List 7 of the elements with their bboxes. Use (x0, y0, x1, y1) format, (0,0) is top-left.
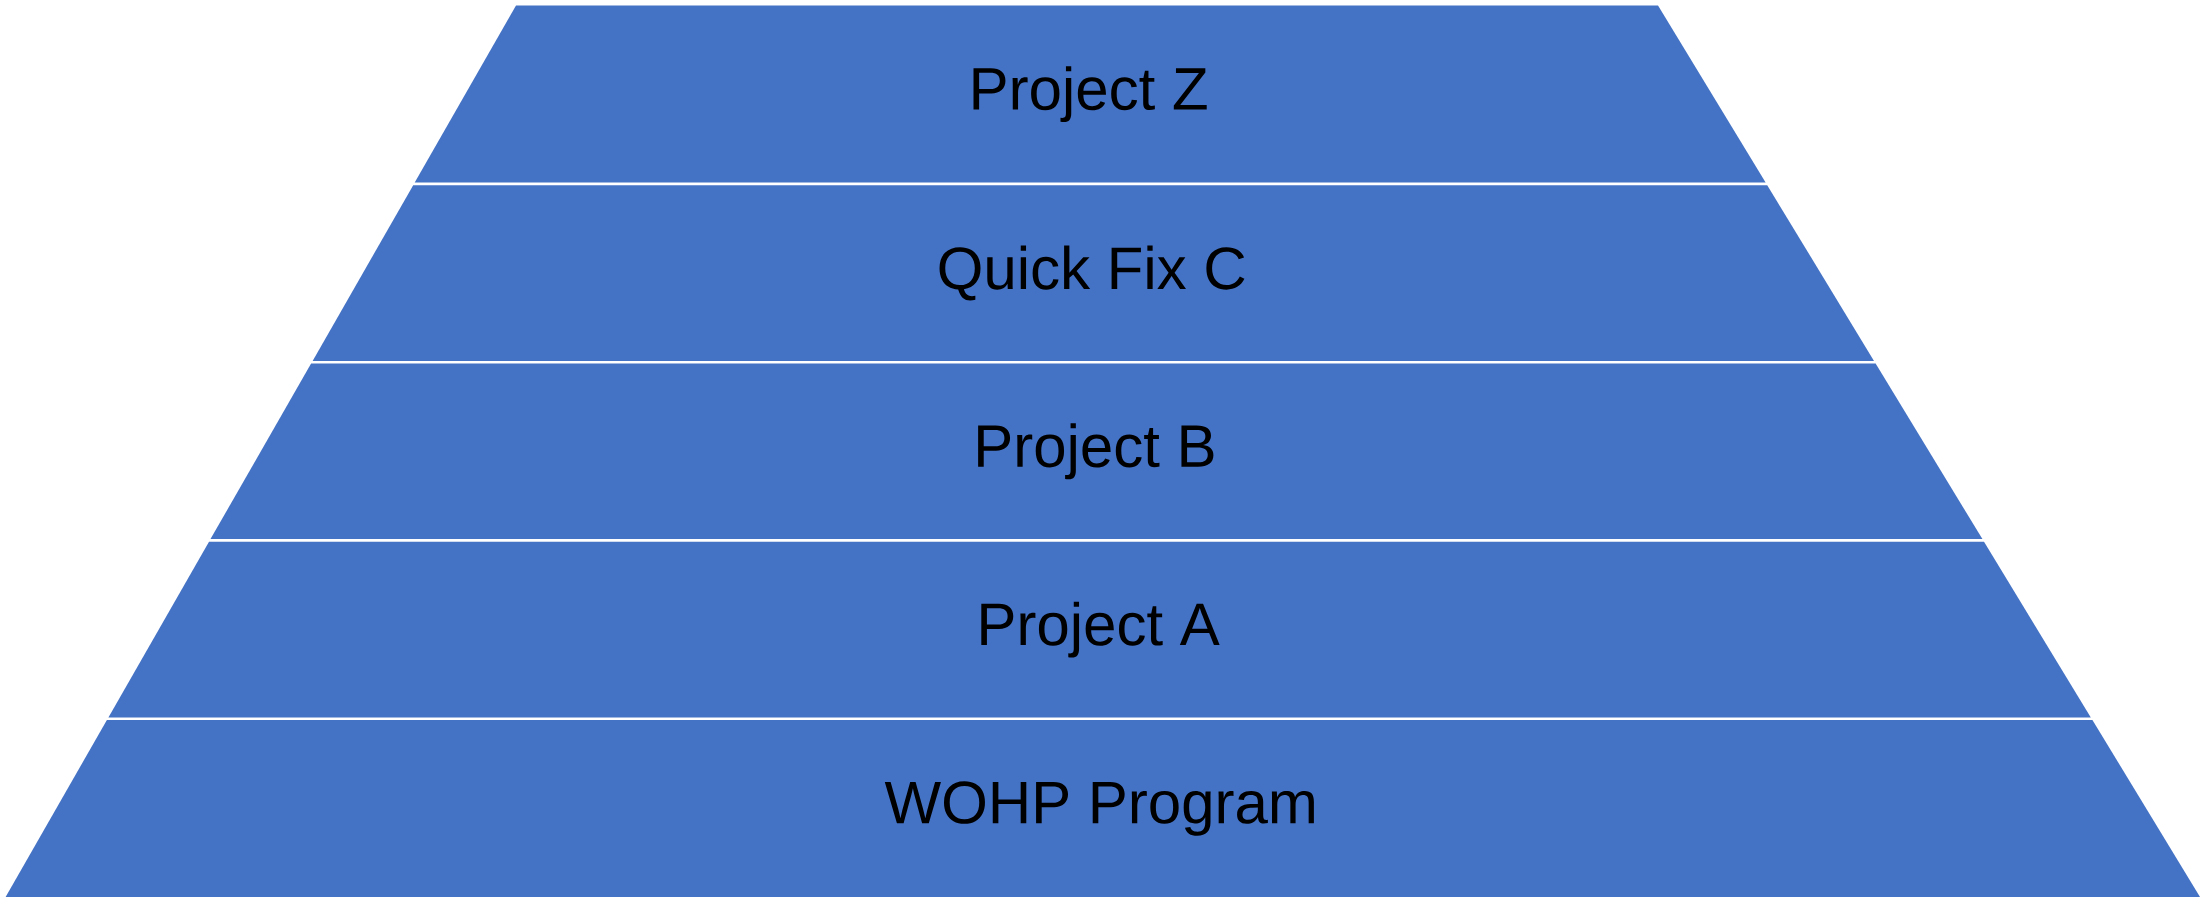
node-label: Project A (981, 601, 1220, 658)
pyramid-level: Project Z (414, 5, 1766, 183)
pyramid-level: Project A (108, 541, 2091, 718)
pyramid-level: Quick Fix C (312, 185, 1874, 361)
pyramid-level: WOHP Program (5, 720, 2200, 897)
node-label: Project B (978, 423, 1214, 480)
pyramid-level: Project B (210, 363, 1983, 540)
